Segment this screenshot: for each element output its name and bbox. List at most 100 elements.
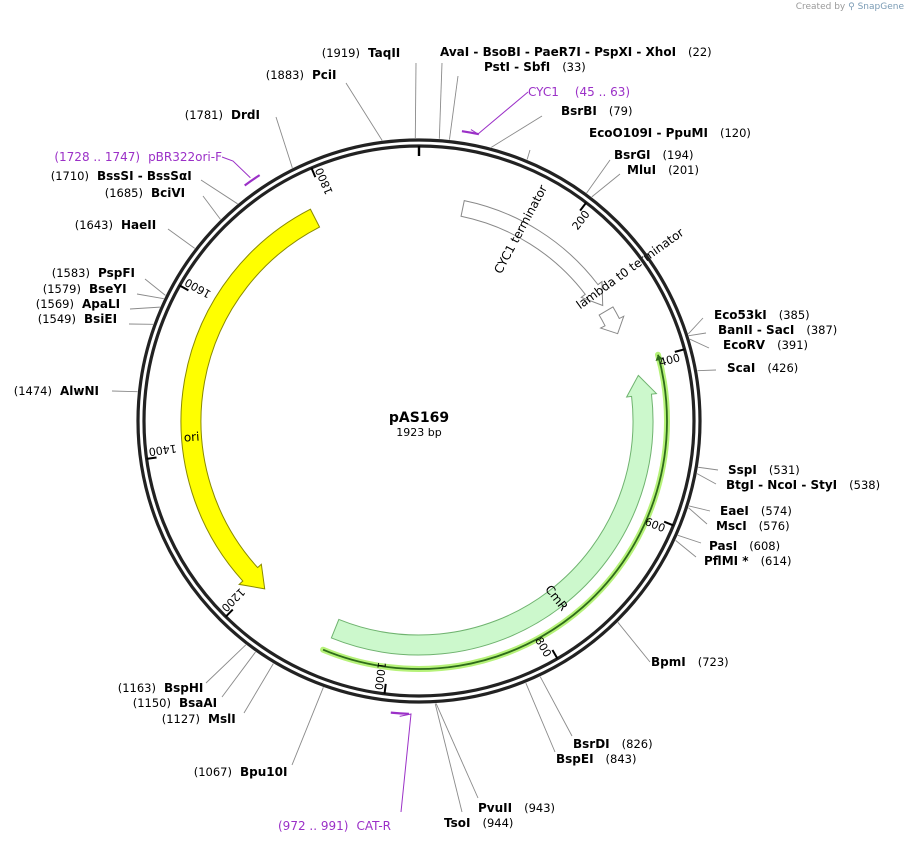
site-enzyme: BanII - SacI (718, 323, 794, 337)
site-bpmi[interactable]: BpmI(723) (651, 655, 729, 669)
site-bseyi[interactable]: (1579)BseYI (43, 282, 127, 296)
site-btgi-ncoi-styi[interactable]: BtgI - NcoI - StyI(538) (726, 478, 880, 492)
site-position: (387) (806, 323, 837, 337)
tick-mark-600 (663, 520, 674, 527)
primer-label-cat-r: (972 .. 991)CAT-R (278, 819, 391, 833)
tick-label-600: 600 (643, 515, 667, 535)
site-leader-haeii (167, 228, 195, 249)
site-leader-ecorv (689, 338, 710, 349)
site-ecorv[interactable]: EcoRV(391) (723, 338, 808, 352)
site-position: (1643) (75, 218, 113, 232)
site-leader-avai-bsobi-paer7i-pspxi-xhoi (438, 62, 443, 139)
primer-name: CYC1 (528, 85, 559, 99)
site-apali[interactable]: (1569) ApaLI (36, 297, 120, 311)
feature-cmr[interactable] (330, 374, 658, 656)
site-position: (943) (524, 801, 555, 815)
site-ecoo109i-ppumi[interactable]: EcoO109I - PpuMI(120) (589, 126, 751, 140)
site-drdi[interactable]: (1781)DrdI (185, 108, 260, 122)
feature-lambda-t0-terminator[interactable] (598, 306, 625, 335)
site-leader-ecoo109i-ppumi (526, 149, 531, 160)
site-pcii[interactable]: (1883)PciI (266, 68, 337, 82)
site-enzyme: Bpu10I (240, 765, 287, 779)
site-bpu10i[interactable]: (1067)Bpu10I (194, 765, 288, 779)
site-banii-saci[interactable]: BanII - SacI (387) (718, 323, 837, 337)
primer-cyc1[interactable] (461, 130, 480, 136)
site-enzyme: BseYI (89, 282, 127, 296)
site-leader-bsaai (221, 651, 256, 698)
site-enzyme: PstI - SbfI (484, 60, 550, 74)
site-leader-pflmi (675, 540, 697, 558)
site-leader-btgi-ncoi-styi (696, 473, 717, 485)
site-enzyme: SspI (728, 463, 757, 477)
site-leader-bsrbi (491, 115, 543, 148)
site-scai[interactable]: ScaI(426) (727, 361, 798, 375)
site-tsoi[interactable]: TsoI(944) (444, 816, 513, 830)
primer-leader-cat-r (399, 713, 412, 813)
orf-line (322, 354, 668, 670)
feature-ori[interactable] (180, 208, 321, 590)
feature-label-cyc1-terminator: CYC1 terminator (491, 183, 550, 277)
orf-arrowhead (655, 354, 664, 362)
site-leader-msci (688, 507, 708, 525)
site-taqii[interactable]: (1919)TaqII (322, 46, 401, 60)
site-leader-apali (129, 306, 160, 310)
site-mlui[interactable]: MluI(201) (627, 163, 699, 177)
site-bsrdi[interactable]: BsrDI(826) (573, 737, 653, 751)
feature-cyc1-terminator[interactable] (460, 200, 604, 307)
site-enzyme: ApaLI (82, 297, 120, 311)
site-bsaai[interactable]: (1150)BsaAI (133, 696, 217, 710)
site-bsrgi[interactable]: BsrGI(194) (614, 148, 693, 162)
site-avai-bsobi-paer7i-pspxi-xhoi[interactable]: AvaI - BsoBI - PaeR7I - PspXI - XhoI(22) (440, 45, 712, 59)
site-position: (1583) (52, 266, 90, 280)
site-pvuii[interactable]: PvuII(943) (478, 801, 555, 815)
site-psti-sbfi[interactable]: PstI - SbfI(33) (484, 60, 586, 74)
site-enzyme: BtgI - NcoI - StyI (726, 478, 837, 492)
feature-label-ori: ori (183, 430, 200, 445)
site-alwni[interactable]: (1474)AlwNI (14, 384, 99, 398)
site-bsrbi[interactable]: BsrBI (79) (561, 104, 632, 118)
primer-cat-r[interactable] (390, 711, 409, 715)
site-enzyme: PspFI (98, 266, 135, 280)
site-position: (531) (769, 463, 800, 477)
site-eco53ki[interactable]: Eco53kI(385) (714, 308, 810, 322)
site-leader-bseyi (136, 293, 164, 300)
site-leader-pcii (345, 82, 383, 141)
tick-label-1000: 1000 (372, 661, 388, 690)
site-pspfi[interactable]: (1583) PspFI (52, 266, 135, 280)
site-position: (1569) (36, 297, 74, 311)
site-position: (1685) (105, 186, 143, 200)
site-bsphi[interactable]: (1163)BspHI (118, 681, 204, 695)
site-leader-msli (243, 663, 274, 714)
site-enzyme: MluI (627, 163, 656, 177)
site-bspei[interactable]: BspEI(843) (556, 752, 636, 766)
site-pasi[interactable]: PasI(608) (709, 539, 780, 553)
site-msci[interactable]: MscI(576) (716, 519, 790, 533)
site-pflmi[interactable]: PflMI *(614) (704, 554, 792, 568)
site-enzyme: AvaI - BsoBI - PaeR7I - PspXI - XhoI (440, 45, 676, 59)
site-leader-psti-sbfi (449, 75, 459, 140)
tick-label-1400: 1400 (148, 441, 178, 458)
primer-range: (972 .. 991) (278, 819, 348, 833)
site-position: (1127) (162, 712, 200, 726)
site-haeii[interactable]: (1643)HaeII (75, 218, 156, 232)
site-sspi[interactable]: SspI (531) (728, 463, 800, 477)
site-enzyme: BpmI (651, 655, 686, 669)
site-bsiei[interactable]: (1549)BsiEI (38, 312, 117, 326)
site-leader-bsrgi (586, 159, 611, 194)
site-leader-bcivi (202, 195, 221, 220)
site-enzyme: Eco53kI (714, 308, 767, 322)
site-position: (79) (609, 104, 633, 118)
site-bcivi[interactable]: (1685)BciVI (105, 186, 185, 200)
site-position: (576) (759, 519, 790, 533)
site-bsssi-bsss-i[interactable]: (1710)BssSI - BssSαI (51, 169, 192, 183)
site-msli[interactable]: (1127)MslI (162, 712, 236, 726)
primer-pbr322ori-f[interactable] (244, 174, 261, 187)
site-eaei[interactable]: EaeI(574) (720, 504, 792, 518)
primer-range: (1728 .. 1747) (54, 150, 140, 164)
plasmid-backbone (136, 138, 702, 704)
tick-mark-1200 (225, 608, 234, 618)
primer-leader-pbr322ori-f (221, 156, 251, 179)
feature-label-lambda-t0-terminator: lambda t0 terminator (574, 225, 687, 312)
site-enzyme: BsrBI (561, 104, 597, 118)
